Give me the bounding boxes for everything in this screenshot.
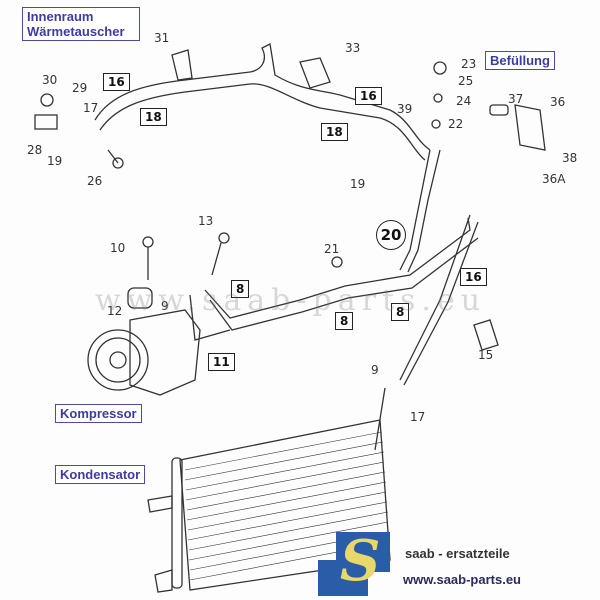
pipe-16-lower — [399, 214, 471, 381]
brand-logo: S — [318, 528, 390, 596]
part-number-37: 37 — [508, 92, 524, 106]
condenser-core — [179, 419, 391, 591]
pipe-8 — [204, 217, 471, 319]
part-number-15: 15 — [478, 348, 494, 362]
section-label-condenser: Kondensator — [55, 465, 146, 484]
part-number-23: 23 — [461, 57, 477, 71]
circled-ref-20: 20 — [376, 220, 406, 250]
part-number-22: 22 — [448, 117, 464, 131]
part-number-13: 13 — [198, 214, 214, 228]
part-number-39: 39 — [397, 102, 413, 116]
section-label-interior-heat-exchanger: Innenraum Wärmetauscher — [22, 7, 140, 41]
part-number-10: 10 — [110, 241, 126, 255]
part-number-24: 24 — [456, 94, 472, 108]
part-number-19: 19 — [47, 154, 63, 168]
boxed-ref-8-a: 8 — [231, 280, 250, 298]
boxed-ref-11: 11 — [208, 353, 235, 371]
part-number-21: 21 — [324, 242, 340, 256]
part-number-28: 28 — [27, 143, 43, 157]
part-number-36: 36 — [550, 95, 566, 109]
pipe-hose-vertical — [399, 149, 431, 271]
part-number-29: 29 — [72, 81, 88, 95]
part-number-33: 33 — [345, 41, 361, 55]
pipe-18 — [99, 83, 426, 161]
part-number-26: 26 — [87, 174, 103, 188]
section-label-filling: Befüllung — [485, 51, 555, 70]
logo-letter: S — [340, 528, 381, 594]
boxed-ref-8-b: 8 — [335, 312, 354, 330]
pipe-16 — [94, 43, 431, 151]
label-line: Innenraum Wärmetauscher — [27, 9, 125, 39]
boxed-ref-16-mid: 16 — [355, 87, 382, 105]
brand-url[interactable]: www.saab-parts.eu — [403, 572, 521, 587]
boxed-ref-18: 18 — [140, 108, 167, 126]
boxed-ref-8-c: 8 — [391, 303, 410, 321]
part-number-30: 30 — [42, 73, 58, 87]
part-number-25: 25 — [458, 74, 474, 88]
part-number-9-right: 9 — [371, 363, 379, 377]
boxed-ref-16-lower: 16 — [460, 268, 487, 286]
brand-tagline: saab - ersatzteile — [405, 546, 510, 561]
part-number-19-right: 19 — [350, 177, 366, 191]
part-number-17: 17 — [83, 101, 99, 115]
part-number-12: 12 — [107, 304, 123, 318]
part-number-9: 9 — [161, 299, 169, 313]
part-number-36a: 36A — [542, 172, 566, 186]
boxed-ref-18-mid: 18 — [321, 123, 348, 141]
part-number-31: 31 — [154, 31, 170, 45]
boxed-ref-16: 16 — [103, 73, 130, 91]
section-label-compressor: Kompressor — [55, 404, 142, 423]
part-number-38: 38 — [562, 151, 578, 165]
part-number-17-right: 17 — [410, 410, 426, 424]
pipe-11 — [189, 294, 231, 341]
watermark: www.saab-parts.eu — [95, 283, 487, 318]
